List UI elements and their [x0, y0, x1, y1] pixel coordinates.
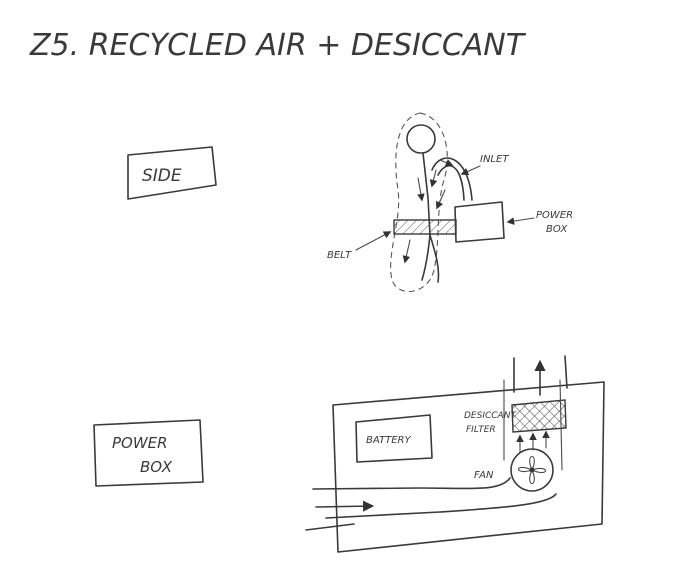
fan-icon	[511, 449, 553, 491]
desiccant-filter	[512, 400, 566, 432]
side-view-figure: INLET POWER BOX BELT	[327, 113, 573, 291]
side-label: SIDE	[142, 166, 182, 186]
battery-label: BATTERY	[366, 435, 411, 446]
power-box-label-box: POWER BOX	[94, 420, 203, 486]
belt-band	[394, 220, 456, 234]
page-title: Z5. RECYCLED AIR + DESICCANT	[29, 28, 527, 63]
side-power-label-1: POWER	[536, 210, 573, 221]
side-label-box: SIDE	[128, 147, 216, 199]
power-box-label-1: POWER	[112, 434, 168, 452]
filter-label-2: FILTER	[466, 425, 496, 435]
side-power-label-2: BOX	[546, 224, 568, 235]
power-box-label-2: BOX	[140, 458, 173, 476]
filter-label-1: DESICCANT	[464, 411, 517, 421]
fan-label: FAN	[474, 470, 494, 481]
side-power-box	[455, 202, 504, 242]
inlet-label: INLET	[480, 154, 509, 165]
head-icon	[407, 125, 435, 153]
belt-label: BELT	[327, 250, 352, 261]
power-box-detail: BATTERY DESICCANT FILTER FAN	[306, 356, 604, 552]
